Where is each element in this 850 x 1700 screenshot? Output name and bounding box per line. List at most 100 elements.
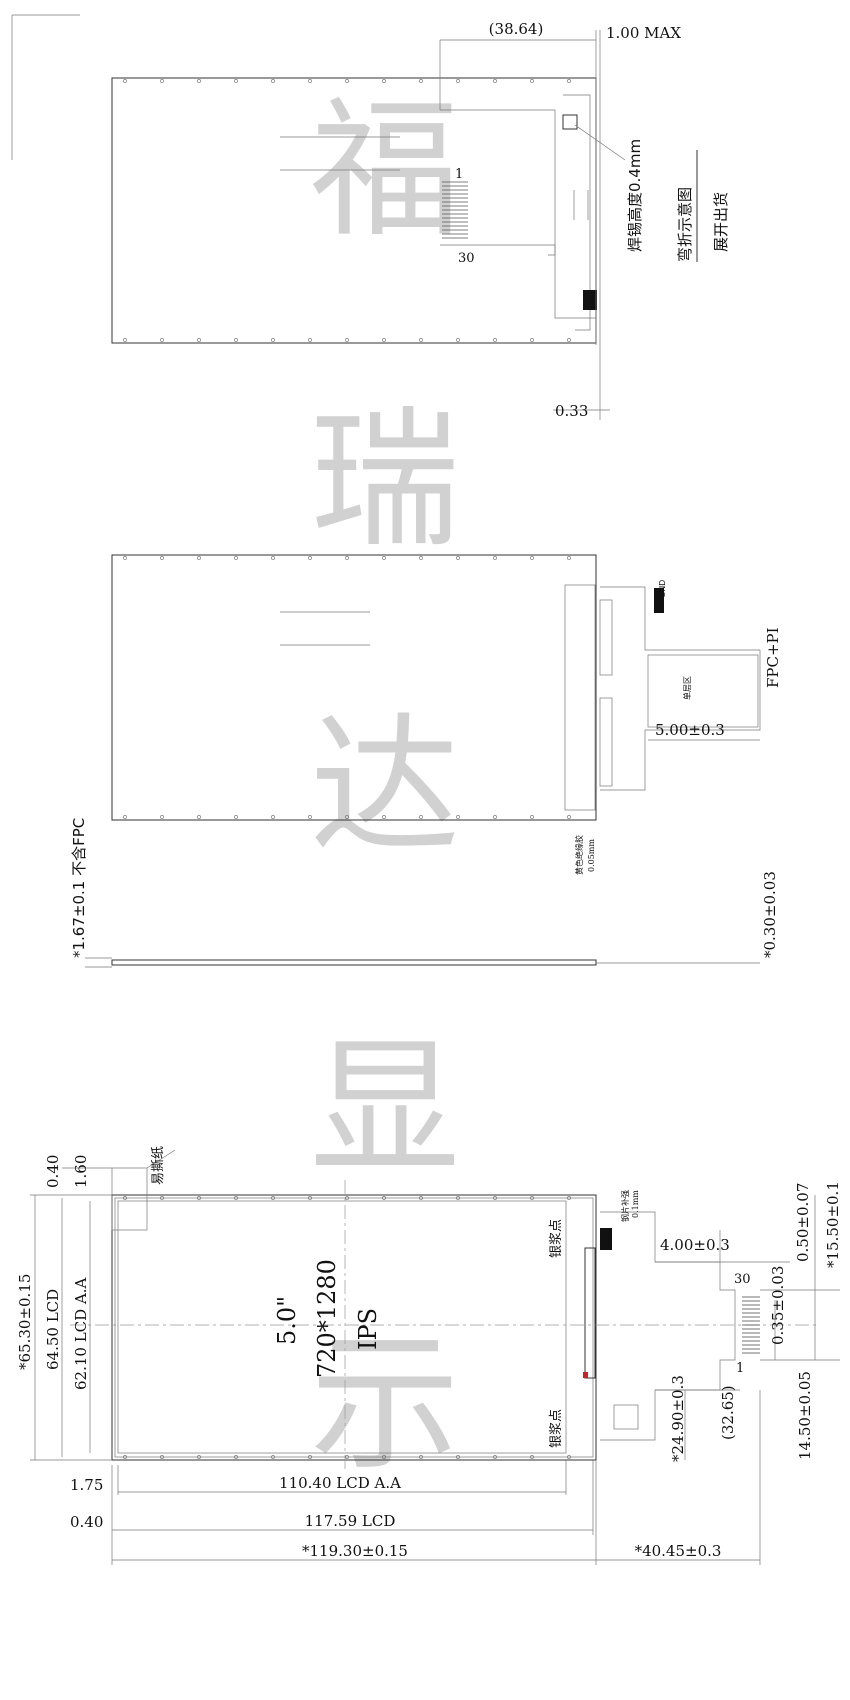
edge-dot: [382, 79, 386, 83]
edge-dot: [345, 79, 349, 83]
dim-175: 1.75: [70, 1476, 103, 1494]
edge-dot: [530, 1196, 534, 1200]
edge-dot: [382, 1196, 386, 1200]
watermark-char-1: 福: [310, 84, 460, 258]
edge-dot: [345, 338, 349, 342]
dim-outline-h: *65.30±0.15: [16, 1274, 34, 1370]
dim-thickness: *1.67±0.1 不含FPC: [70, 818, 88, 958]
insulation-thickness: 0.05mm: [587, 839, 596, 872]
edge-dot: [160, 79, 164, 83]
dim-pitch: 0.35±0.03: [769, 1266, 787, 1345]
edge-dot: [197, 556, 201, 560]
silver-paste-top: 银浆点: [549, 1219, 564, 1258]
dim-040-bottom: 0.40: [70, 1513, 103, 1531]
edge-dot: [160, 815, 164, 819]
edge-dot: [308, 338, 312, 342]
insulation-tape: [564, 584, 596, 811]
side-profile: [111, 959, 597, 966]
edge-dot: [456, 338, 460, 342]
edge-dot: [197, 338, 201, 342]
edge-dot: [567, 1455, 571, 1459]
edge-dot: [160, 556, 164, 560]
lcd-outline-front: [111, 1194, 597, 1461]
watermark-char-5: 示: [310, 1317, 460, 1491]
edge-dot: [160, 338, 164, 342]
edge-dot: [419, 338, 423, 342]
edge-dot: [493, 1196, 497, 1200]
watermark-char-4: 显: [310, 1022, 460, 1196]
front-dims-left: *65.30±0.15 64.50 LCD 62.10 LCD A.A 0.40…: [16, 1155, 112, 1461]
lcd-outline-back: [111, 554, 597, 821]
ship-note: 展开出货: [712, 192, 730, 252]
panel-type-label: IPS: [354, 1308, 382, 1350]
edge-dot: [493, 815, 497, 819]
edge-dot: [493, 556, 497, 560]
edge-dot: [419, 556, 423, 560]
edge-dot: [234, 338, 238, 342]
edge-dot: [271, 79, 275, 83]
pin-30-label-top: 30: [458, 251, 475, 266]
dim-fpc-offset: *24.90±0.3: [669, 1375, 687, 1462]
edge-dot: [382, 338, 386, 342]
dim-lcd-w: 117.59 LCD: [305, 1512, 396, 1530]
gnd-block: [654, 588, 664, 613]
bottom-pad: [613, 1404, 639, 1430]
resolution-label: 720*1280: [313, 1259, 341, 1378]
front-dims-right: 4.00±0.3 0.50±0.07 *15.50±0.1 0.35±0.03 …: [655, 1181, 842, 1462]
edge-dot: [382, 815, 386, 819]
edge-dot: [456, 556, 460, 560]
stiffener-block-top: [583, 290, 597, 310]
dim-fpc-len: *40.45±0.3: [635, 1542, 722, 1560]
edge-dot: [197, 79, 201, 83]
peel-label: 易撕纸: [151, 1146, 166, 1185]
watermark-char-2: 瑞: [310, 394, 460, 568]
edge-dot: [197, 1455, 201, 1459]
edge-dot: [530, 815, 534, 819]
edge-dot: [308, 815, 312, 819]
edge-dot: [271, 338, 275, 342]
edge-dot: [382, 556, 386, 560]
pin1-mark: [583, 1372, 588, 1378]
dim-single-layer: 5.00±0.3: [655, 721, 725, 739]
edge-dot: [345, 1196, 349, 1200]
edge-dot: [456, 1455, 460, 1459]
edge-dot: [493, 1455, 497, 1459]
front-dims-bottom: 1.75 110.40 LCD A.A 0.40 117.59 LCD *119…: [70, 1390, 761, 1565]
edge-dot: [456, 79, 460, 83]
dim-fpc-mid: (32.65): [719, 1385, 737, 1440]
edge-dot: [382, 1455, 386, 1459]
view-front: 易撕纸 5.0" 720*1280 IPS 银浆点 银浆点 钢片补强 0.1mm…: [70, 1146, 820, 1470]
active-area: [117, 1200, 567, 1454]
edge-dot: [567, 338, 571, 342]
view-bent: 1 30 (38.64) 1.00 MAX 0.33 焊锡高度0.4mm 弯折示…: [111, 20, 730, 420]
edge-dot: [493, 79, 497, 83]
edge-dot: [419, 1196, 423, 1200]
edge-dot: [308, 79, 312, 83]
edge-dot: [271, 1196, 275, 1200]
dim-aa-w: 110.40 LCD A.A: [279, 1474, 401, 1492]
edge-dot: [456, 815, 460, 819]
dim-040-top: 0.40: [44, 1155, 62, 1188]
dim-fpc-thickness: *0.30±0.03: [761, 871, 779, 958]
edge-dot: [308, 556, 312, 560]
insulation-label: 黄色绝缘胶: [574, 835, 584, 875]
peel-tab: [111, 1167, 148, 1231]
edge-dot: [123, 1455, 127, 1459]
pin-1-label-top: 1: [455, 167, 463, 182]
edge-dot: [419, 79, 423, 83]
dim-fpc-width-top: (38.64): [489, 20, 544, 38]
dim-outline-w: *119.30±0.15: [302, 1542, 408, 1560]
edge-dot: [160, 1196, 164, 1200]
dim-fpc-width: 4.00±0.3: [660, 1236, 730, 1254]
edge-dot: [308, 1196, 312, 1200]
edge-dot: [456, 1196, 460, 1200]
dim-lcd-h: 64.50 LCD: [44, 1289, 62, 1370]
edge-dot: [271, 556, 275, 560]
stiffener-label: 钢片补强: [620, 1190, 630, 1222]
lcd-glass: [114, 1197, 594, 1458]
edge-dot: [271, 815, 275, 819]
gnd-label: GND: [658, 580, 667, 598]
silver-paste-bottom: 银浆点: [549, 1409, 564, 1448]
edge-dot: [234, 1196, 238, 1200]
